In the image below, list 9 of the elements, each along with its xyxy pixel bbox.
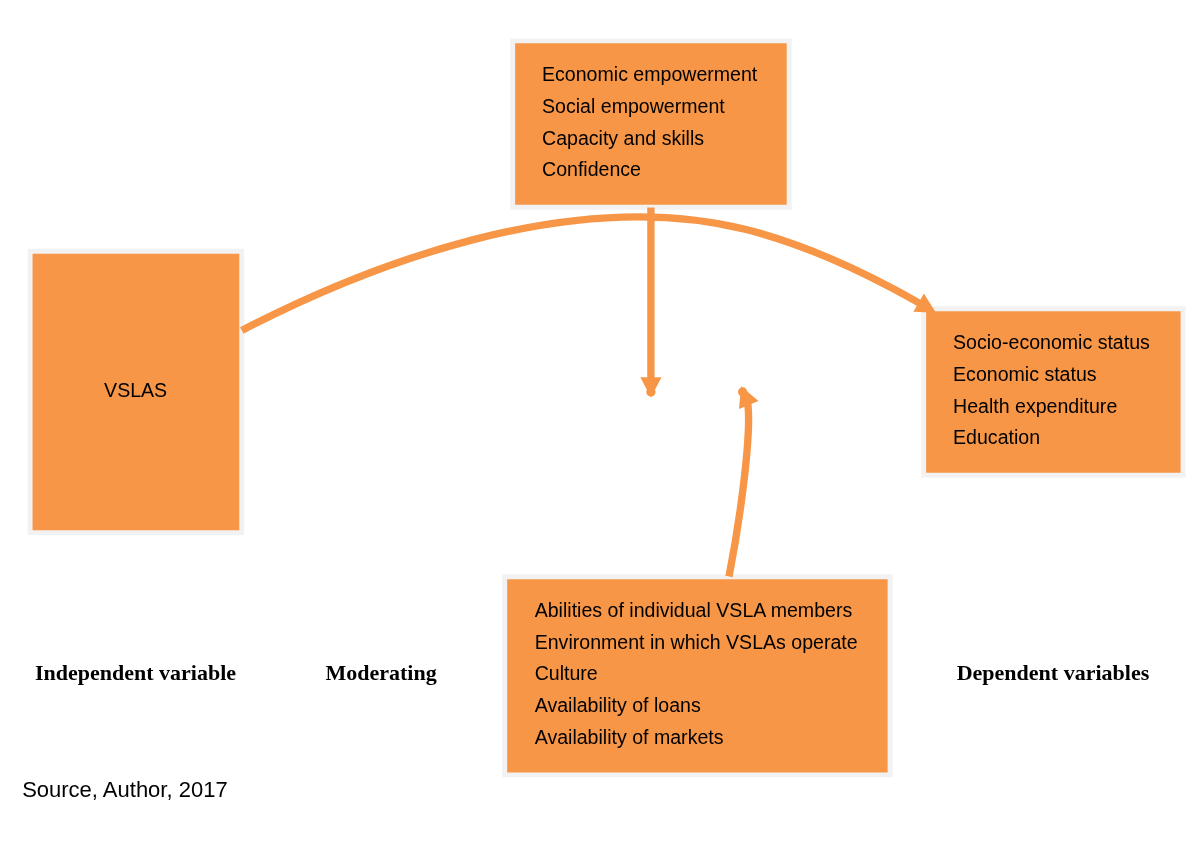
label: Moderating: [325, 659, 437, 685]
label: Dependent variables: [956, 659, 1150, 685]
arrow: [240, 213, 937, 334]
node-box: Economic empowerment Social empowerment Capacity and skills Confidence: [510, 38, 792, 210]
node-box: Abilities of individual VSLA members Environment in which VSLAs operate Culture Availability of loans Availability of markets: [502, 574, 893, 778]
node-box: VSLAS: [27, 248, 245, 536]
label: Independent variable: [34, 659, 237, 685]
node-box: Socio-economic status Economic status Health expenditure Education: [921, 306, 1186, 478]
caption: Source, Author, 2017: [22, 777, 228, 803]
